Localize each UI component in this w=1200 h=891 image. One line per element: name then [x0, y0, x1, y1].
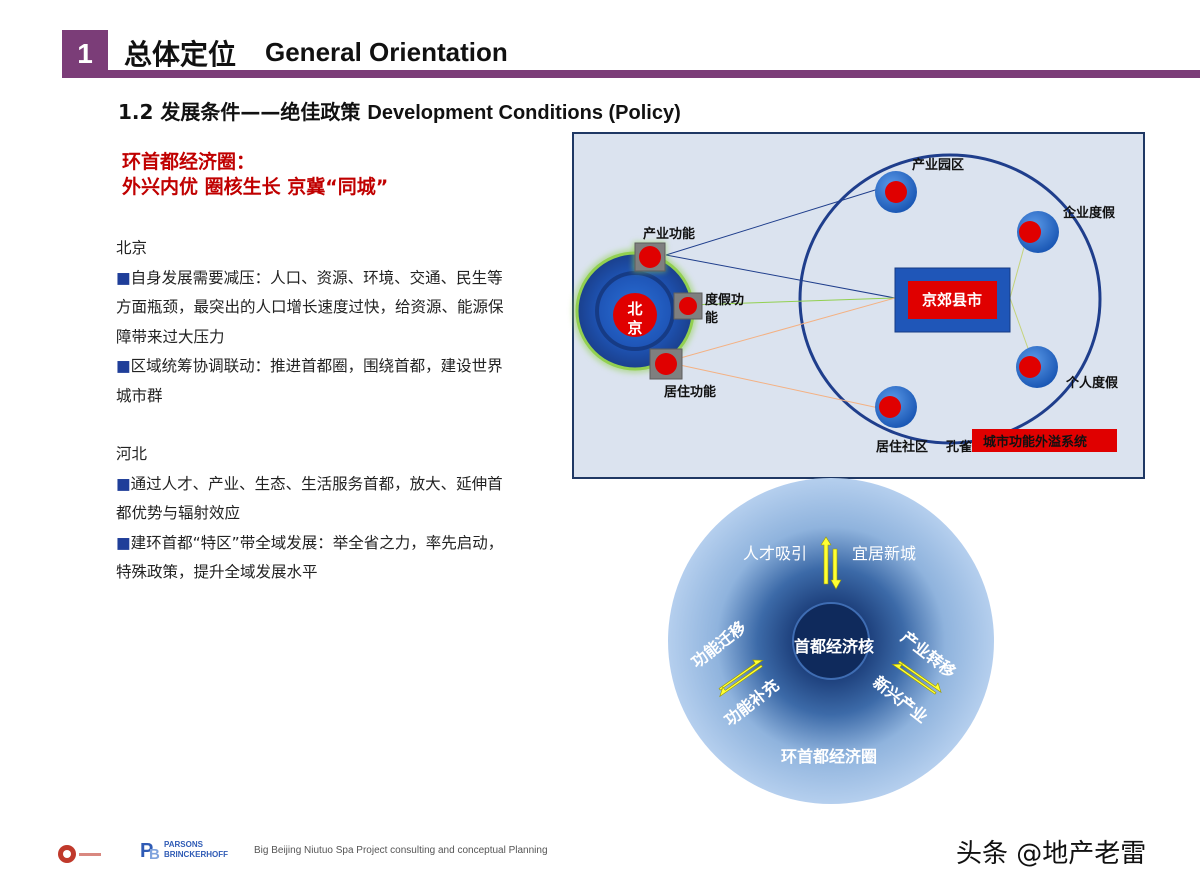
label-kong-que: 孔雀	[946, 439, 972, 455]
bullet-icon: ■	[116, 474, 131, 493]
svg-text:B: B	[149, 846, 160, 862]
label-vacation-function-1: 度假功	[705, 292, 744, 308]
label-talent: 人才吸引	[743, 544, 807, 563]
label-outer-ring: 环首都经济圈	[781, 747, 877, 766]
hebei-heading: 河北	[116, 445, 148, 463]
label-capital-core: 首都经济核	[794, 637, 874, 656]
headline: 环首都经济圈： 外兴内优 圈核生长 京冀“同城”	[122, 150, 388, 200]
label-residential-community: 居住社区	[876, 439, 928, 455]
page-title-cn: 总体定位	[124, 38, 237, 71]
label-corporate-vacation: 企业度假	[1062, 205, 1116, 221]
page-title-en: General Orientation	[265, 37, 508, 67]
label-livable-city: 宜居新城	[852, 544, 916, 563]
pb-mark-icon: P B	[140, 840, 160, 862]
headline-line1: 环首都经济圈：	[122, 151, 256, 173]
beijing-item-1: ■自身发展需要减压：人口、资源、环境、交通、民生等方面瓶颈，最突出的人口增长速度…	[116, 268, 504, 346]
subtitle-en: Development Conditions (Policy)	[367, 102, 681, 124]
bullet-icon: ■	[116, 268, 131, 287]
industry-function-node	[633, 242, 666, 272]
beijing-label-1: 北	[627, 300, 642, 318]
left-arrows	[718, 659, 764, 698]
bullet-icon: ■	[116, 357, 131, 375]
label-county-city: 京郊县市	[922, 291, 982, 309]
svg-text:P: P	[140, 840, 153, 862]
metro-ring	[798, 153, 1102, 445]
label-spillover-system: 城市功能外溢系统	[983, 434, 1087, 450]
vacation-function-node	[673, 292, 703, 320]
beijing-heading: 北京	[116, 239, 148, 257]
ring-nodes	[875, 171, 1059, 428]
parsons-logo: P B PARSONS BRINCKERHOFF	[140, 838, 228, 862]
headline-line2: 外兴内优 圈核生长 京冀“同城”	[122, 176, 389, 198]
section-number-badge: 1	[62, 30, 108, 78]
bullet-icon: ■	[116, 533, 131, 552]
label-industry-function: 产业功能	[643, 226, 695, 242]
spillover-label-box	[972, 429, 1117, 452]
connection-lines	[665, 185, 1036, 411]
brinckerhoff-text: BRINCKERHOFF	[164, 850, 228, 859]
beijing-label-2: 京	[627, 319, 642, 337]
subtitle: 1.2 发展条件——绝佳政策 Development Conditions (P…	[118, 96, 681, 125]
parsons-text: PARSONS	[164, 840, 203, 849]
body-text: 北京 ■自身发展需要减压：人口、资源、环境、交通、民生等方面瓶颈，最突出的人口增…	[116, 234, 516, 588]
cn-company-logo	[58, 845, 101, 863]
subtitle-cn: 1.2 发展条件——绝佳政策	[118, 100, 361, 124]
capital-core	[792, 602, 870, 680]
label-personal-vacation: 个人度假	[1065, 375, 1119, 391]
watermark: 头条 @地产老雷	[956, 839, 1147, 869]
beijing-item-2: ■区域统筹协调联动：推进首都圈，围绕首都，建设世界城市群	[116, 357, 503, 405]
residential-function-node	[649, 348, 683, 380]
footer-project-text: Big Beijing Niutuo Spa Project consultin…	[254, 845, 548, 856]
right-arrows	[891, 660, 942, 695]
header-divider	[108, 70, 1200, 78]
beijing-core-dot	[613, 293, 657, 337]
label-residential-function: 居住功能	[664, 384, 716, 400]
label-vacation-function-2: 能	[705, 310, 718, 326]
label-industrial-park: 产业园区	[912, 157, 964, 173]
hebei-item-2: ■建环首都“特区”带全域发展：举全省之力，率先启动，特殊政策，提升全域发展水平	[116, 533, 504, 582]
vertical-arrows	[820, 536, 842, 590]
hebei-item-1: ■通过人才、产业、生态、生活服务首都，放大、延伸首都优势与辐射效应	[116, 474, 503, 523]
county-city-inner	[908, 281, 997, 319]
